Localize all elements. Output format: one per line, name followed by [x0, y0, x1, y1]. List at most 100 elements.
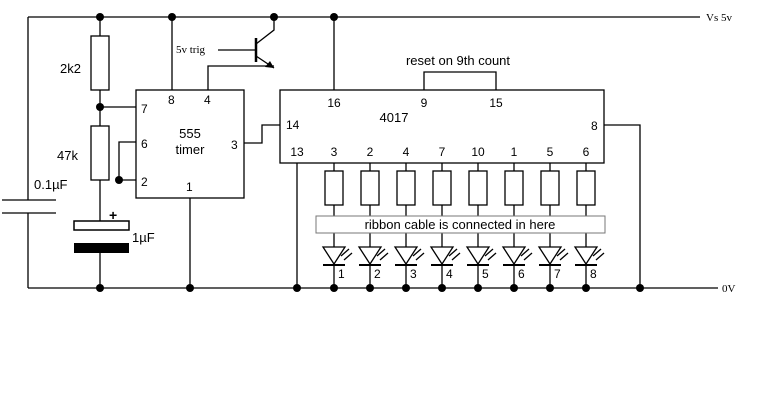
- counter-output-pin-label: 10: [471, 145, 485, 159]
- led-number-label: 5: [482, 267, 489, 281]
- counter-pin-8: 8: [591, 119, 598, 133]
- resistor-2k2-label: 2k2: [60, 61, 81, 76]
- led-light-arrow: [448, 248, 458, 257]
- led-resistor: [396, 170, 416, 206]
- timer-pin-6: 6: [141, 137, 148, 151]
- timer-555-name: 555: [179, 126, 201, 141]
- led-diode-icon: [429, 246, 455, 266]
- junction-dot: [186, 284, 194, 292]
- counter-output-pin-label: 3: [331, 145, 338, 159]
- led-resistor: [324, 170, 344, 206]
- capacitor-1uf: [73, 220, 130, 288]
- led-light-arrow: [379, 252, 389, 261]
- junction-dot: [636, 284, 644, 292]
- counter-pin-9: 9: [421, 96, 428, 110]
- junction-dot: [270, 13, 278, 21]
- counter-output-pin-label: 1: [511, 145, 518, 159]
- timer-pin-2: 2: [141, 175, 148, 189]
- timer-555-chip: [135, 89, 245, 199]
- led-light-arrow: [592, 248, 602, 257]
- led-light-arrow: [520, 248, 530, 257]
- led-light-arrow: [484, 248, 494, 257]
- junction-dot: [438, 284, 446, 292]
- capacitor-1uf-plus: +: [109, 207, 117, 223]
- led-resistor: [468, 170, 488, 206]
- counter-output-pin-label: 4: [403, 145, 410, 159]
- led-number-label: 3: [410, 267, 417, 281]
- timer-555-subname: timer: [176, 142, 206, 157]
- led-diode-icon: [357, 246, 383, 266]
- timer-pin-1: 1: [186, 180, 193, 194]
- led-resistor: [576, 170, 596, 206]
- led-light-arrow: [376, 248, 386, 257]
- resistor-47k: [90, 125, 110, 181]
- junction-dot: [330, 13, 338, 21]
- led-number-label: 6: [518, 267, 525, 281]
- timer-pin-3: 3: [231, 138, 238, 152]
- led-resistor: [360, 170, 380, 206]
- counter-output-pin-label: 6: [583, 145, 590, 159]
- resistor-2k2: [90, 35, 110, 91]
- timer-pin-7: 7: [141, 102, 148, 116]
- counter-4017-name: 4017: [380, 110, 409, 125]
- led-number-label: 7: [554, 267, 561, 281]
- led-number-label: 8: [590, 267, 597, 281]
- reset-link: [423, 71, 497, 90]
- led-resistor: [432, 170, 452, 206]
- led-light-arrow: [451, 252, 461, 261]
- junction-dot: [510, 284, 518, 292]
- counter-pin-16: 16: [327, 96, 341, 110]
- led-light-arrow: [523, 252, 533, 261]
- junction-dot: [402, 284, 410, 292]
- led-diode-icon: [501, 246, 527, 266]
- led-resistor: [504, 170, 524, 206]
- ribbon-note: ribbon cable is connected in here: [365, 217, 556, 232]
- junction-dot: [96, 284, 104, 292]
- resistor-47k-label: 47k: [57, 148, 78, 163]
- junction-dot: [115, 176, 123, 184]
- led-light-arrow: [556, 248, 566, 257]
- junction-dot: [168, 13, 176, 21]
- led-light-arrow: [412, 248, 422, 257]
- junction-dot: [96, 103, 104, 111]
- led-resistor: [540, 170, 560, 206]
- led-diode-icon: [321, 246, 347, 266]
- junction-dot: [582, 284, 590, 292]
- ground-rail-label: 0V: [722, 283, 736, 295]
- junction-dot: [474, 284, 482, 292]
- counter-output-pin-label: 5: [547, 145, 554, 159]
- capacitor-0.1uf: [2, 17, 56, 288]
- timer-pin-8: 8: [168, 93, 175, 107]
- led-diode-icon: [393, 246, 419, 266]
- ribbon-cable-strip: [315, 215, 606, 234]
- junction-dot: [96, 13, 104, 21]
- junction-dot: [330, 284, 338, 292]
- led-light-arrow: [595, 252, 605, 261]
- capacitor-1uf-label: 1µF: [132, 230, 155, 245]
- led-light-arrow: [340, 248, 350, 257]
- led-number-label: 1: [338, 267, 345, 281]
- led-diode-icon: [537, 246, 563, 266]
- trigger-label: 5v trig: [176, 44, 206, 56]
- led-light-arrow: [487, 252, 497, 261]
- counter-pin-15: 15: [489, 96, 503, 110]
- junction-dot: [366, 284, 374, 292]
- counter-output-pin-label: 2: [367, 145, 374, 159]
- counter-output-pin-label: 7: [439, 145, 446, 159]
- timer-pin-4: 4: [204, 93, 211, 107]
- junction-dot: [293, 284, 301, 292]
- led-number-label: 4: [446, 267, 453, 281]
- reset-note: reset on 9th count: [406, 53, 510, 68]
- led-light-arrow: [559, 252, 569, 261]
- led-diode-icon: [465, 246, 491, 266]
- led-diode-icon: [573, 246, 599, 266]
- counter-pin-13: 13: [290, 145, 304, 159]
- trigger-transistor: [218, 17, 275, 69]
- capacitor-0.1uf-label: 0.1µF: [34, 177, 68, 192]
- junction-dot: [546, 284, 554, 292]
- supply-rail-label: Vs 5v: [706, 12, 732, 24]
- led-light-arrow: [343, 252, 353, 261]
- counter-pin-14: 14: [286, 118, 300, 132]
